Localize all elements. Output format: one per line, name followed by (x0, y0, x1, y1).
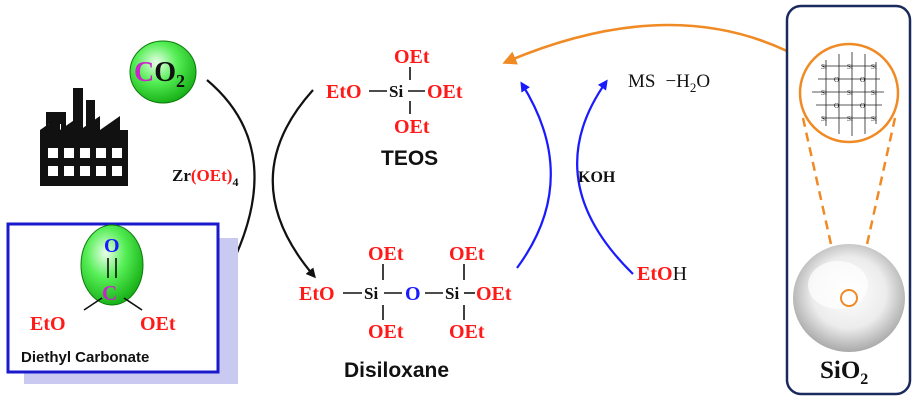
koh-label: KOH (578, 169, 616, 186)
svg-text:Si: Si (871, 115, 877, 123)
co2-oxygen: O (154, 57, 176, 88)
silica-panel: Si Si Si O O Si Si Si O O Si Si Si SiO2 (785, 4, 912, 396)
dec-carbon: C (102, 281, 117, 305)
svg-text:O: O (834, 102, 839, 110)
diethyl-carbonate-box: O C EtO OEt Diethyl Carbonate (6, 222, 238, 384)
disiloxane-right-oet: OEt (476, 283, 512, 305)
factory-icon (40, 88, 128, 186)
co2-carbon: C (134, 57, 154, 88)
arrow-silica-to-teos (502, 23, 809, 65)
disiloxane-bridge-o: O (405, 283, 421, 305)
svg-text:Si: Si (847, 63, 853, 71)
teos-name: TEOS (381, 147, 438, 170)
dec-carbonyl-sphere-icon (80, 224, 144, 306)
svg-text:Si: Si (821, 63, 827, 71)
silica-network-icon (812, 52, 884, 136)
silica-powder-highlight (808, 261, 868, 309)
teos-right-oet: OEt (427, 81, 463, 103)
disiloxane-si2: Si (445, 284, 459, 303)
arrow-etoh-to-ms (576, 79, 634, 275)
disiloxane-name: Disiloxane (344, 359, 449, 382)
disiloxane-bottom2-oet: OEt (449, 321, 485, 343)
svg-text:O: O (860, 102, 865, 110)
silica-label: SiO2 (820, 357, 868, 388)
disiloxane-top2-oet: OEt (449, 243, 485, 265)
catalyst-label: Zr(OEt)4 (172, 166, 238, 189)
silica-network-labels: Si Si Si O O Si Si Si O O Si Si Si (821, 63, 877, 123)
dec-name: Diethyl Carbonate (21, 349, 149, 366)
disiloxane-bottom1-oet: OEt (368, 321, 404, 343)
teos-top-oet: OEt (394, 46, 430, 68)
disiloxane-structure: OEt OEt EtO Si O Si OEt OEt OEt Disiloxa… (299, 243, 512, 382)
teos-left-eto: EtO (326, 81, 362, 103)
teos-si: Si (389, 82, 403, 101)
ms-minus-water: MS−H2O (628, 71, 710, 95)
arrow-teos-to-disiloxane (271, 89, 316, 279)
arrow-co2-to-dec (206, 79, 256, 275)
svg-text:Si: Si (871, 63, 877, 71)
arrow-disiloxane-to-teos (516, 81, 552, 269)
disiloxane-si1: Si (364, 284, 378, 303)
svg-text:O: O (860, 76, 865, 84)
svg-text:CO2: CO2 (134, 57, 185, 91)
svg-text:Si: Si (821, 89, 827, 97)
ethanol: EtOH (637, 263, 687, 285)
silica-network-magnifier-icon (798, 42, 900, 144)
svg-text:Si: Si (847, 89, 853, 97)
dec-right-oet: OEt (140, 313, 176, 335)
silica-sample-spot-icon (840, 289, 858, 307)
dec-left-eto: EtO (30, 313, 66, 335)
co2-subscript: 2 (176, 71, 185, 91)
disiloxane-left-eto: EtO (299, 283, 335, 305)
disiloxane-top1-oet: OEt (368, 243, 404, 265)
svg-text:Si: Si (821, 115, 827, 123)
co2-molecule: CO2 (129, 40, 197, 104)
svg-text:O: O (834, 76, 839, 84)
teos-bottom-oet: OEt (394, 116, 430, 138)
dec-carbonyl-o: O (104, 235, 120, 257)
teos-structure: OEt EtO Si OEt OEt TEOS (326, 46, 463, 170)
co2-sphere-icon (129, 40, 197, 104)
svg-text:Si: Si (847, 115, 853, 123)
svg-text:Si: Si (871, 89, 877, 97)
